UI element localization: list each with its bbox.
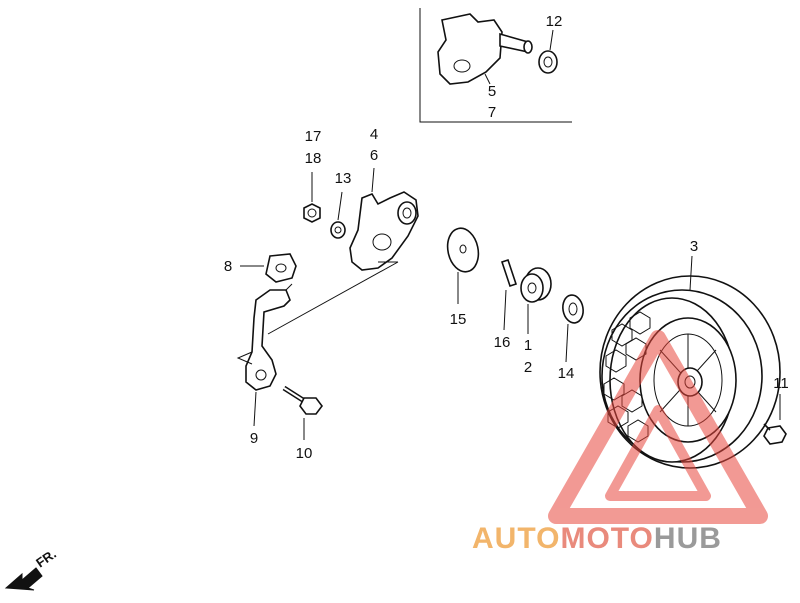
- bolt-part-10: [282, 385, 323, 440]
- callout-11: 11: [773, 375, 789, 392]
- watermark-auto: AUTO: [472, 522, 561, 555]
- callout-10: 10: [296, 445, 313, 462]
- callout-14: 14: [558, 365, 575, 382]
- washer-part-13: [330, 191, 346, 239]
- wheel-part-3: [599, 255, 781, 469]
- callout-3: 3: [690, 238, 698, 255]
- callout-9: 9: [250, 430, 258, 447]
- bracket-part-5-7: [437, 13, 533, 85]
- callout-8: 8: [224, 258, 232, 275]
- watermark-moto: MOTO: [560, 522, 654, 555]
- callout-5: 5: [488, 83, 496, 100]
- callout-17: 17: [305, 128, 322, 145]
- front-direction-arrow: FR.: [4, 546, 59, 591]
- watermark-triangle: [548, 330, 768, 524]
- callout-2: 2: [524, 359, 532, 376]
- direction-label: FR.: [33, 546, 59, 570]
- watermark-hub: HUB: [653, 522, 722, 555]
- callout-6: 6: [370, 147, 378, 164]
- watermark-wordmark: AUTOMOTOHUB: [472, 522, 792, 556]
- washer-part-14: [562, 294, 584, 363]
- nut-part-17-18: [303, 172, 321, 223]
- lever-part-9: [236, 283, 293, 427]
- callout-13: 13: [335, 170, 352, 187]
- washer-part-12: [538, 29, 558, 74]
- callout-labels: 12 5 7 4 6 17 18 13 8 9 10 15 16 1 2 14 …: [224, 13, 789, 462]
- bushing-part-1-2: [520, 267, 552, 334]
- callout-16: 16: [494, 334, 511, 351]
- bolt-part-11: [763, 394, 787, 445]
- clip-part-8: [240, 253, 297, 283]
- arm-part-4-6: [267, 167, 419, 335]
- callout-12: 12: [546, 13, 563, 30]
- callout-18: 18: [305, 150, 322, 167]
- washer-part-15: [446, 227, 480, 304]
- callout-7: 7: [488, 104, 496, 121]
- inset-frame: [419, 8, 572, 123]
- callout-4: 4: [370, 126, 378, 143]
- callout-15: 15: [450, 311, 467, 328]
- pin-part-16: [500, 258, 518, 331]
- callout-1: 1: [524, 337, 532, 354]
